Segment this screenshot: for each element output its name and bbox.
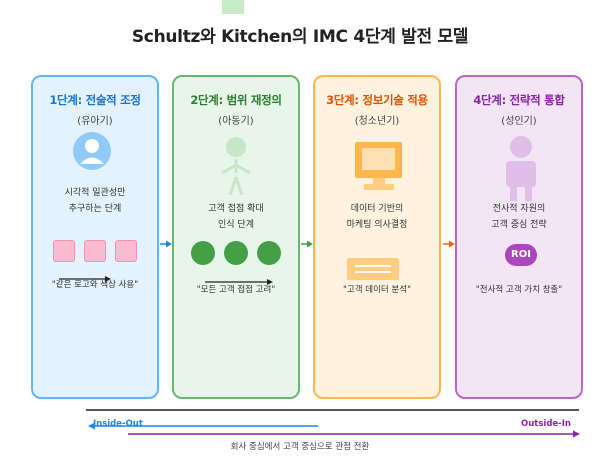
- stage-4-desc-line-2: 고객 중심 전략: [491, 220, 547, 230]
- color-square-icon: [53, 240, 75, 262]
- inside-out-label: Inside-Out: [93, 419, 143, 429]
- outside-in-label: Outside-In: [521, 419, 571, 429]
- stage-4-subtitle: (성인기): [501, 116, 537, 127]
- stage-4-card: 4단계: 전략적 통합 (성인기) 전사적 자원의 고객 중심 전략 ROI "…: [455, 75, 583, 399]
- arrow-right-icon: [160, 233, 172, 252]
- color-square-icon: [84, 240, 106, 262]
- child-figure-icon: [174, 77, 302, 207]
- stage-1-desc-line-2: 추구하는 단계: [68, 204, 122, 214]
- touchpoint-dot-icon: [224, 241, 248, 265]
- stage-1-quote: "같은 로고와 색상 사용": [51, 280, 139, 290]
- stage-2-title: 2단계: 범위 재정의: [190, 93, 282, 107]
- stage-1-desc-line-1: 시각적 일관성만: [64, 188, 126, 198]
- stage-4-desc-line-1: 전사적 자원의: [492, 204, 546, 214]
- stage-3-desc-line-1: 데이터 기반의: [350, 204, 404, 214]
- computer-monitor-icon: [315, 77, 443, 207]
- arrow-right-icon: [301, 233, 313, 252]
- stage-2-card: 2단계: 범위 재정의 (아동기) 고객 접점 확대 인식 단계 "모든 고객 …: [172, 75, 300, 399]
- touchpoint-dot-icon: [257, 241, 281, 265]
- progress-arrow-icon: [59, 268, 111, 287]
- axis-caption: 회사 중심에서 고객 중심으로 관점 전환: [230, 442, 370, 452]
- diagram-title: Schultz와 Kitchen의 IMC 4단계 발전 모델: [131, 27, 469, 47]
- stage-2-desc-line-1: 고객 접점 확대: [208, 204, 264, 214]
- stage-2-subtitle: (아동기): [218, 116, 254, 127]
- roi-badge: ROI: [505, 244, 537, 266]
- stage-3-description: 데이터 기반의 마케팅 의사결정: [315, 201, 439, 233]
- stage-3-subtitle: (청소년기): [354, 116, 400, 127]
- stage-1-card: 1단계: 전술적 조정 (유아기) 시각적 일관성만 추구하는 단계 "같은 로…: [31, 75, 159, 399]
- color-square-icon: [115, 240, 137, 262]
- stage-2-quote: "모든 고객 접점 고려": [196, 285, 276, 295]
- arrow-right-icon: [443, 233, 455, 252]
- stage-3-title: 3단계: 정보기술 적용: [326, 93, 428, 107]
- progress-arrow-icon: [205, 271, 273, 290]
- stage-4-title: 4단계: 전략적 통합: [473, 93, 565, 107]
- stage-4-description: 전사적 자원의 고객 중심 전략: [457, 201, 581, 233]
- touchpoint-dot-icon: [191, 241, 215, 265]
- stage-3-desc-line-2: 마케팅 의사결정: [346, 220, 408, 230]
- avatar-icon: [72, 131, 112, 171]
- stage-3-quote: "고객 데이터 분석": [343, 285, 411, 295]
- timeline-axis: [86, 409, 579, 411]
- perspective-shift-arrows-icon: [88, 420, 584, 442]
- stage-2-desc-line-2: 인식 단계: [218, 220, 254, 230]
- adult-figure-icon: [457, 77, 585, 207]
- stage-1-subtitle: (유아기): [77, 116, 113, 127]
- stage-1-title: 1단계: 전술적 조정: [49, 93, 141, 107]
- stage-1-description: 시각적 일관성만 추구하는 단계: [33, 185, 157, 217]
- stage-2-description: 고객 접점 확대 인식 단계: [174, 201, 298, 233]
- top-decoration: [222, 0, 244, 14]
- stage-3-card: 3단계: 정보기술 적용 (청소년기) 데이터 기반의 마케팅 의사결정 "고객…: [313, 75, 441, 399]
- document-icon: [347, 258, 399, 286]
- stage-4-quote: "전사적 고객 가치 창출": [475, 285, 563, 295]
